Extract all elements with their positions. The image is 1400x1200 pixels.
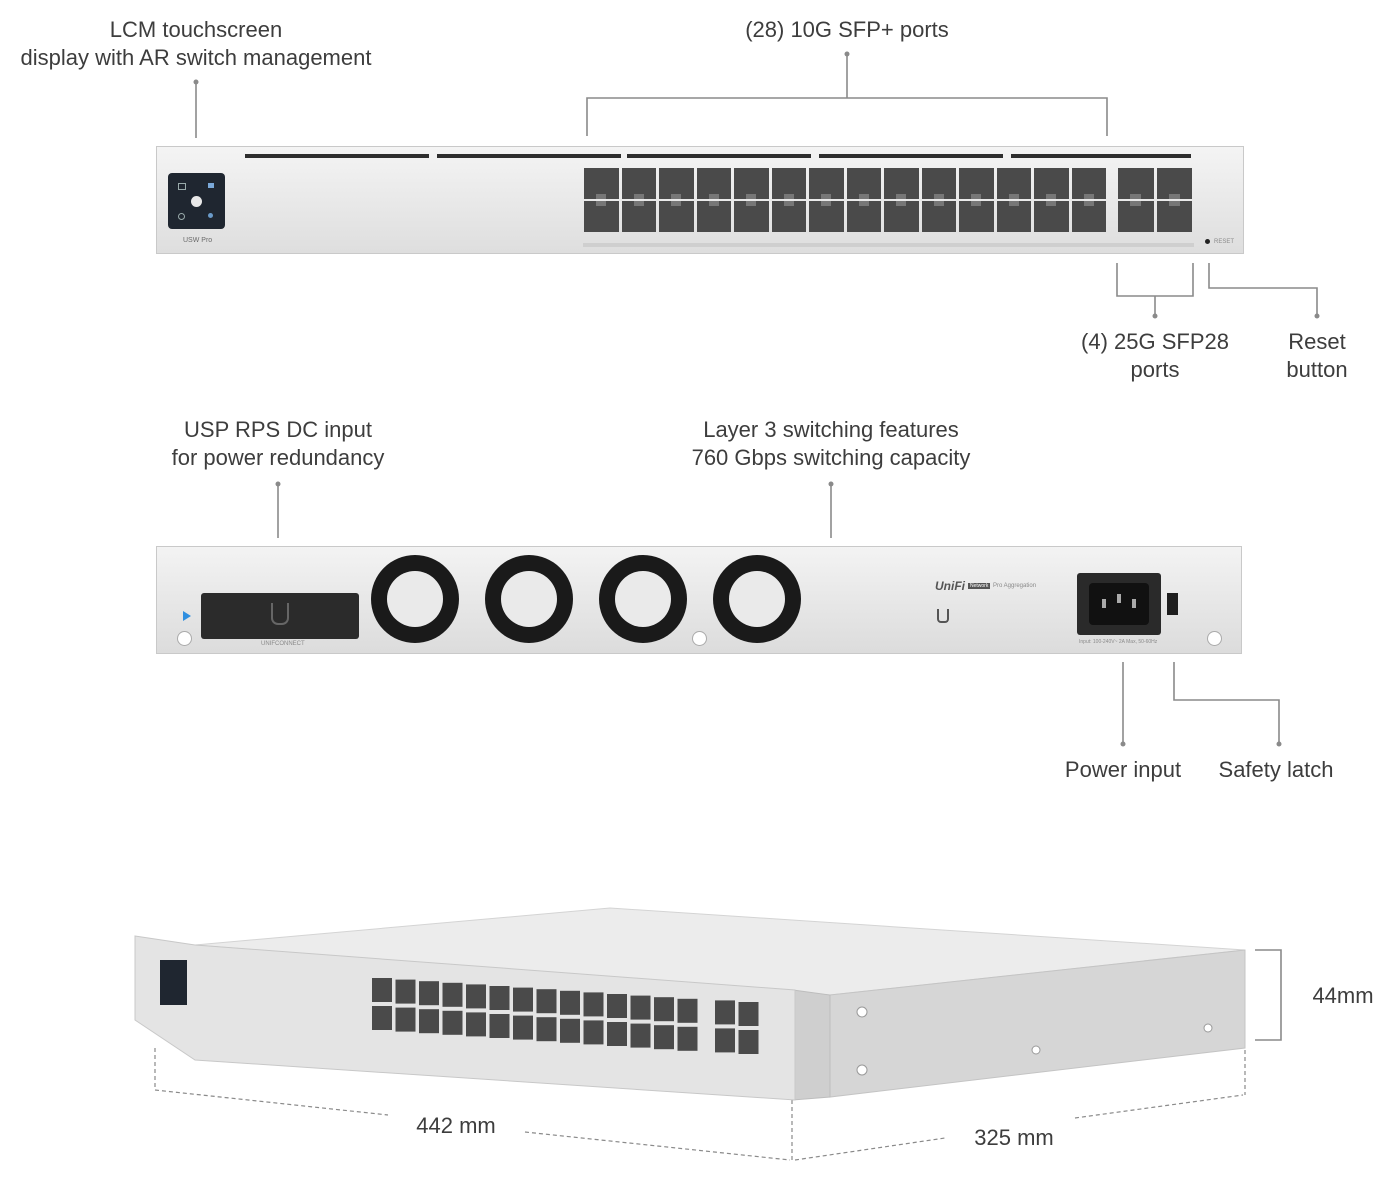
sfp-port[interactable] — [884, 168, 919, 199]
product-name: Pro Aggregation — [993, 583, 1037, 589]
callout-latch: Safety latch — [1218, 757, 1334, 782]
power-rating: Input: 100-240V~ 2A Max, 50-60Hz — [1079, 639, 1158, 645]
reset-button[interactable] — [1205, 239, 1210, 244]
callout-power: Power input — [1064, 757, 1182, 782]
sfp-port[interactable] — [584, 201, 619, 232]
vent-slot — [819, 154, 1003, 158]
power-inlet[interactable] — [1077, 573, 1161, 635]
sfp-port[interactable] — [846, 168, 881, 199]
sfp-port[interactable] — [1034, 201, 1069, 232]
sfp-port[interactable] — [734, 168, 769, 199]
fan-vent — [371, 555, 459, 643]
rps-dc-input[interactable] — [201, 593, 359, 639]
sfp-port[interactable] — [734, 201, 769, 232]
sfp-port[interactable] — [1118, 201, 1154, 232]
callout-rps: USP RPS DC input for power redundancy — [171, 417, 385, 470]
dimension-depth: 325 mm — [974, 1125, 1054, 1150]
brand-logo: UniFi — [935, 579, 965, 593]
sfp-port[interactable] — [921, 201, 956, 232]
status-led — [183, 611, 191, 621]
sfp-port[interactable] — [621, 201, 656, 232]
vent-slot — [437, 154, 621, 158]
sfp-port[interactable] — [659, 201, 694, 232]
screw-icon — [692, 631, 707, 646]
port-led-bar — [583, 243, 1194, 247]
fan-vent — [485, 555, 573, 643]
sfp-port[interactable] — [1034, 168, 1069, 199]
sfp-port[interactable] — [921, 168, 956, 199]
sfp-port[interactable] — [1071, 168, 1106, 199]
sfp-port[interactable] — [1118, 168, 1154, 199]
rear-label: UniFi Network Pro Aggregation — [935, 579, 1065, 629]
sfp-port[interactable] — [1156, 168, 1192, 199]
fan-vent — [599, 555, 687, 643]
sfp-port[interactable] — [996, 168, 1031, 199]
dimension-width: 442 mm — [416, 1113, 496, 1138]
sfp-port[interactable] — [1071, 201, 1106, 232]
sfp-port[interactable] — [959, 168, 994, 199]
sfp-port[interactable] — [771, 201, 806, 232]
sfp-port[interactable] — [809, 201, 844, 232]
callout-layer3: Layer 3 switching features 760 Gbps swit… — [691, 417, 971, 470]
sfp-port[interactable] — [846, 201, 881, 232]
sfp-port[interactable] — [696, 168, 731, 199]
network-badge: Network — [968, 583, 991, 589]
screw-icon — [1207, 631, 1222, 646]
rear-panel: UNIFCONNECT UniFi Network Pro Aggregatio… — [156, 546, 1242, 654]
sfp-port[interactable] — [959, 201, 994, 232]
sfp-port[interactable] — [771, 168, 806, 199]
safety-latch[interactable] — [1167, 593, 1178, 615]
fan-vent — [713, 555, 801, 643]
sfp-port[interactable] — [996, 201, 1031, 232]
sfp-port[interactable] — [621, 168, 656, 199]
sfp-port[interactable] — [809, 168, 844, 199]
lcm-touchscreen[interactable] — [168, 173, 225, 229]
callout-sfp28: (4) 25G SFP28 ports — [1081, 329, 1229, 382]
callout-sfp-plus: (28) 10G SFP+ ports — [745, 17, 949, 42]
model-label: USW Pro — [183, 237, 213, 244]
sfp-port[interactable] — [884, 201, 919, 232]
sfp-plus-port-group — [583, 167, 1108, 233]
sfp-port[interactable] — [659, 168, 694, 199]
rps-mark: UNIFCONNECT — [261, 641, 305, 647]
sfp-port[interactable] — [584, 168, 619, 199]
reset-mark: RESET — [1214, 239, 1235, 245]
dimension-height: 44mm — [1312, 983, 1374, 1008]
sfp28-port-group — [1117, 167, 1194, 233]
sfp-port[interactable] — [1156, 201, 1192, 232]
sfp-port[interactable] — [696, 201, 731, 232]
vent-slot — [245, 154, 429, 158]
front-panel: USW Pro RESET — [156, 146, 1244, 254]
callout-lcm: LCM touchscreen display with AR switch m… — [20, 17, 372, 70]
vent-slot — [627, 154, 811, 158]
callout-reset: Reset button — [1286, 329, 1348, 382]
screw-icon — [177, 631, 192, 646]
vent-slot — [1011, 154, 1191, 158]
